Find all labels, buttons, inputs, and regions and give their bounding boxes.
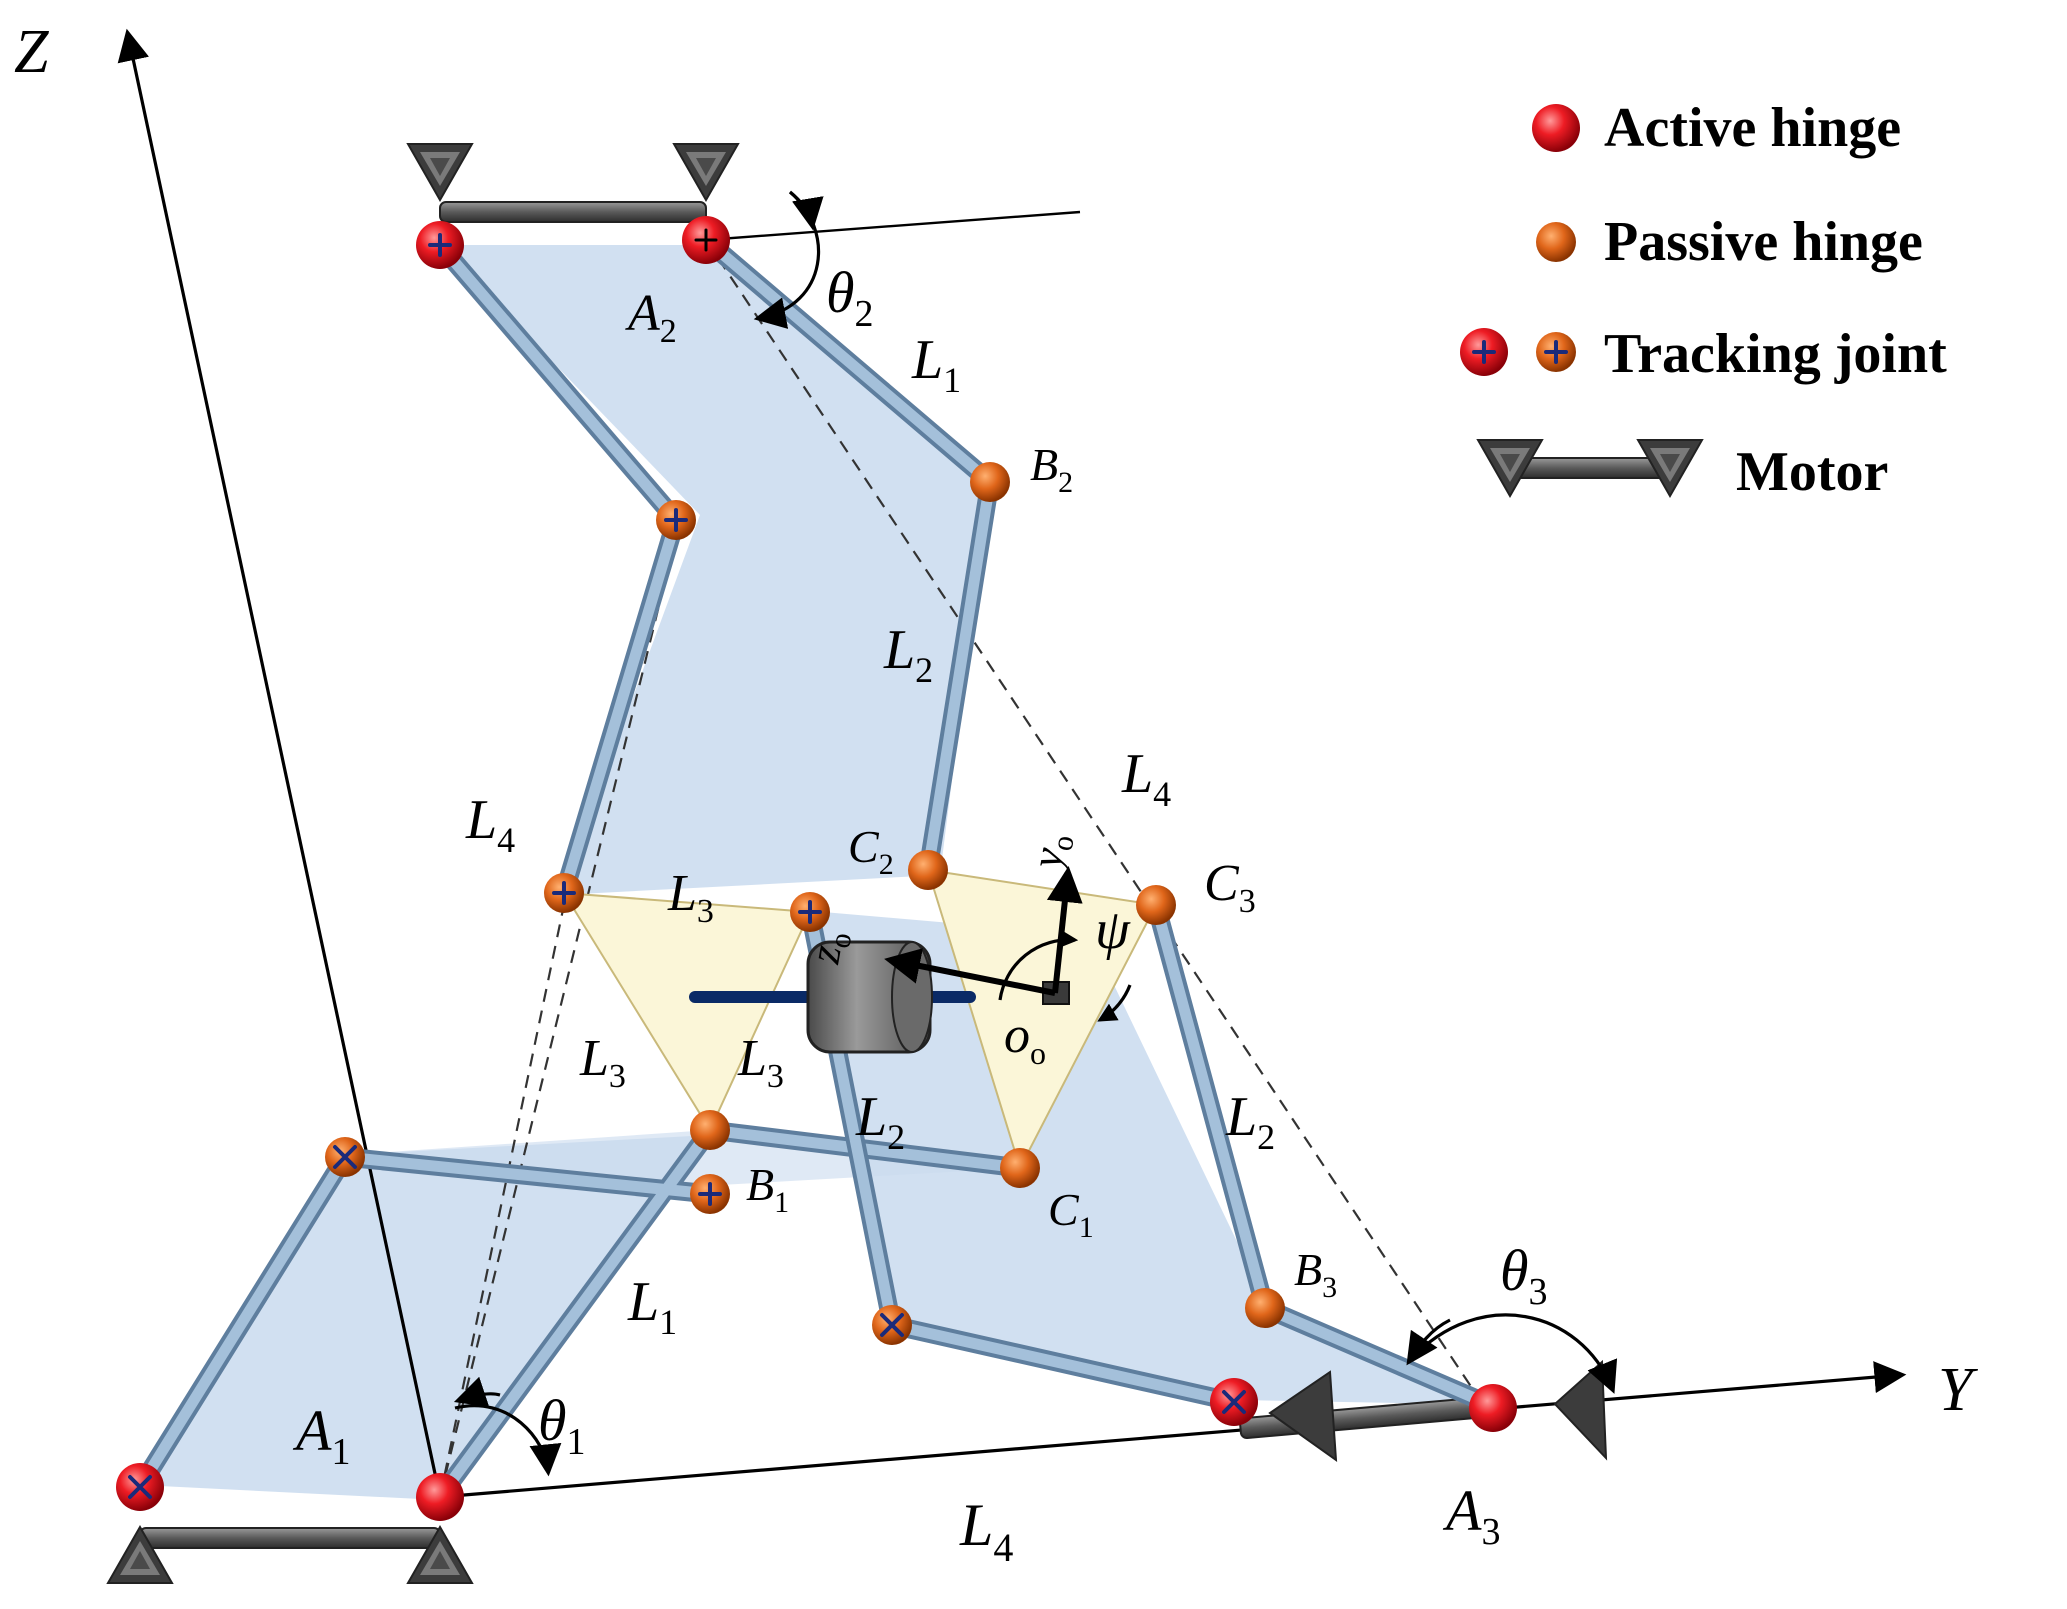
theta3-arc-start <box>1406 1318 1451 1366</box>
joint-markers <box>128 228 1246 1499</box>
motor-top-bar <box>439 201 707 223</box>
legend-tracking-red-plus <box>1472 340 1496 364</box>
motor-bottom <box>107 1526 473 1584</box>
label-c2: C2 <box>848 821 894 881</box>
label-l1-bottom: L1 <box>627 1271 677 1342</box>
label-l1-top: L1 <box>911 329 961 400</box>
passive-hinge-c2 <box>908 850 948 890</box>
dash-a1-left <box>438 899 567 1498</box>
links <box>130 230 1503 1507</box>
label-b2: B2 <box>1030 439 1073 499</box>
legend-active-icon <box>1532 104 1580 152</box>
legend-tracking-orange-plus <box>1544 340 1568 364</box>
label-b1: B1 <box>746 1159 789 1219</box>
active-hinge-a3 <box>1469 1384 1517 1432</box>
label-b3: B3 <box>1294 1244 1337 1304</box>
motor-right-right <box>1553 1359 1608 1461</box>
label-c1: C1 <box>1048 1184 1094 1244</box>
upper-plane <box>440 245 990 895</box>
theta2-arc-start <box>788 190 824 231</box>
label-l4-left: L4 <box>465 789 515 860</box>
passive-hinge-b2 <box>970 462 1010 502</box>
passive-hinge-center <box>690 1110 730 1150</box>
legend-active-label: Active hinge <box>1604 97 1901 159</box>
dash-a1-top <box>438 519 682 1498</box>
right-triangle <box>926 868 1158 1171</box>
theta1-arc-start <box>453 1376 501 1408</box>
moving-platform <box>562 866 1158 1171</box>
label-l2-middle: L2 <box>855 1086 905 1157</box>
left-triangle <box>562 891 812 1133</box>
angle-arcs <box>453 190 1618 1477</box>
passive-hinge-c3 <box>1136 885 1176 925</box>
z-axis <box>117 28 442 1498</box>
label-l2-right: L2 <box>1225 1086 1275 1157</box>
label-l4-bottom: L4 <box>959 1492 1013 1570</box>
motor-top-right <box>673 143 739 201</box>
active-hinge-a1 <box>416 1473 464 1521</box>
theta3-arc <box>1408 1313 1618 1394</box>
label-a3: A3 <box>1442 1478 1500 1553</box>
legend-passive-label: Passive hinge <box>1604 211 1923 273</box>
dash-a2-a3 <box>705 239 1481 1401</box>
motor-top <box>407 143 739 223</box>
legend-motor-label: Motor <box>1736 441 1888 503</box>
label-theta2: θ2 <box>826 260 874 335</box>
legend-passive-icon <box>1536 222 1576 262</box>
label-a1: A1 <box>292 1398 350 1473</box>
psi-arc <box>998 929 1079 1001</box>
label-l3-right: L3 <box>737 1030 784 1095</box>
label-a2: A2 <box>625 285 677 350</box>
motor-bottom-bar <box>139 1527 441 1549</box>
legend-tracking-label: Tracking joint <box>1604 323 1947 385</box>
label-l4-right: L4 <box>1121 743 1171 814</box>
y-axis <box>439 1361 1907 1499</box>
passive-hinge-c1 <box>1000 1148 1040 1188</box>
y-axis-label: Y <box>1938 1356 1978 1424</box>
z-frame-axis <box>884 948 1056 996</box>
label-theta3: θ3 <box>1500 1238 1548 1313</box>
legend-motor-bar <box>1509 457 1671 479</box>
dashed-diagonals <box>438 239 1481 1498</box>
label-origin: oo <box>1004 1007 1046 1071</box>
label-l2-top: L2 <box>883 619 933 690</box>
motor-top-left <box>407 143 473 201</box>
lower-left-plane <box>140 1135 710 1500</box>
a2-reference-line <box>705 210 1081 242</box>
psi-arc-2 <box>1097 984 1132 1022</box>
motor-right-left <box>1268 1370 1338 1463</box>
cylinder-face <box>891 941 933 1053</box>
label-y-frame: yo <box>1021 829 1081 876</box>
label-theta1: θ1 <box>538 1388 586 1463</box>
label-l3-left: L3 <box>579 1030 626 1095</box>
labels: Z Y A2 A1 A3 B2 B1 B3 C1 C2 C3 oo L1 L2 … <box>14 18 1978 1570</box>
coordinate-axes <box>117 28 1907 1499</box>
lower-right-plane <box>800 910 1500 1405</box>
legend: Active hinge Passive hinge Tracking join… <box>1460 97 1947 503</box>
label-c3: C3 <box>1204 855 1256 920</box>
label-l3-top: L3 <box>667 865 714 930</box>
z-axis-label: Z <box>14 18 49 86</box>
label-psi: ψ <box>1095 899 1131 961</box>
passive-hinge-b3 <box>1245 1288 1285 1328</box>
